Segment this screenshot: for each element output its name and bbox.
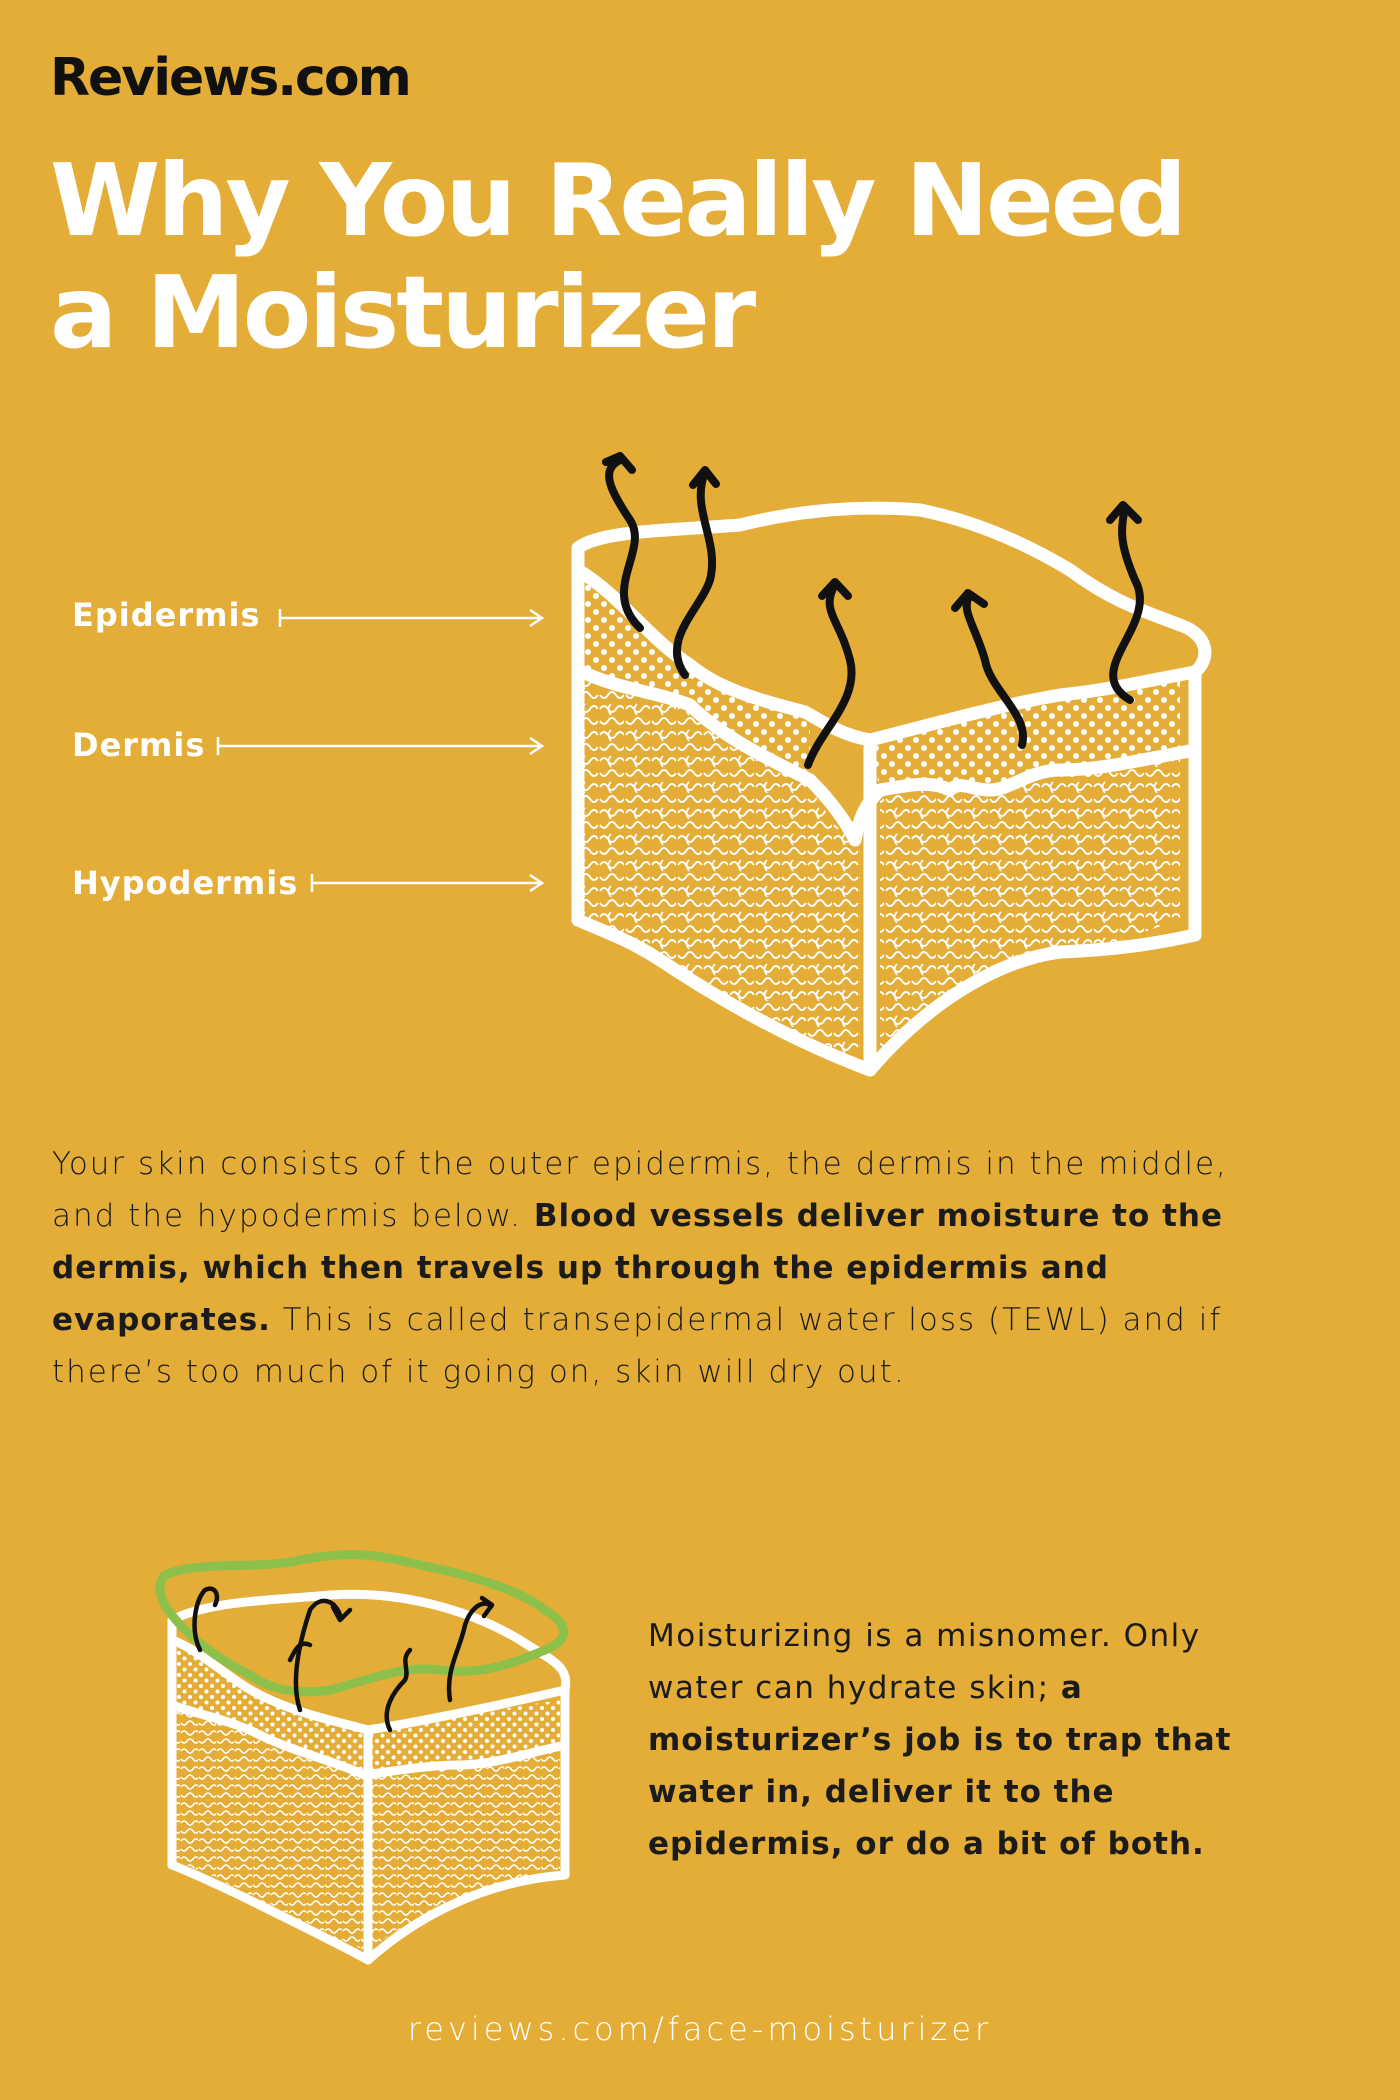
- moisturizer-paragraph: Moisturizing is a misnomer. Only water c…: [648, 1610, 1288, 1870]
- page-title: Why You Really Need a Moisturizer: [50, 145, 1300, 369]
- arrow-5: [1109, 504, 1144, 704]
- footer-url: reviews.com/face-moisturizer: [407, 2010, 993, 2048]
- trapped-moisture-arrows: [192, 1586, 495, 1733]
- arrow-1: [605, 456, 644, 632]
- label-pointers: [216, 608, 545, 893]
- paragraph1-text-end: This is called transepidermal water loss…: [52, 1302, 1223, 1390]
- moisturizer-barrier: [155, 1550, 569, 1697]
- title-line-1: Why You Really Need: [50, 142, 1187, 259]
- label-dermis: Dermis: [72, 726, 206, 764]
- dermis-squiggles-right: [880, 750, 1180, 1060]
- arrow-3: [804, 581, 856, 769]
- small-dermis-squiggles: [175, 1705, 365, 1950]
- skin-layers-diagram: [571, 452, 1212, 1077]
- title-line-2: a Moisturizer: [50, 254, 756, 371]
- paragraph1-text: Your skin consists of the outer epidermi…: [52, 1146, 1228, 1234]
- label-epidermis: Epidermis: [72, 596, 261, 634]
- arrow-2: [672, 468, 717, 679]
- moisture-arrows: [602, 452, 1144, 769]
- moisturizer-diagram: [155, 1550, 571, 1965]
- arrow-4: [962, 591, 1028, 749]
- paragraph2-bold: a moisturizer’s job is to trap that wate…: [648, 1670, 1232, 1862]
- brand-logo: Reviews.com: [50, 48, 412, 108]
- paragraph2-text: Moisturizing is a misnomer. Only water c…: [648, 1618, 1201, 1706]
- dermis-squiggles-left: [580, 670, 860, 1060]
- skin-layers-paragraph: Your skin consists of the outer epidermi…: [52, 1138, 1302, 1398]
- label-hypodermis: Hypodermis: [72, 864, 299, 902]
- paragraph1-bold: Blood vessels deliver moisture to the de…: [52, 1198, 1223, 1338]
